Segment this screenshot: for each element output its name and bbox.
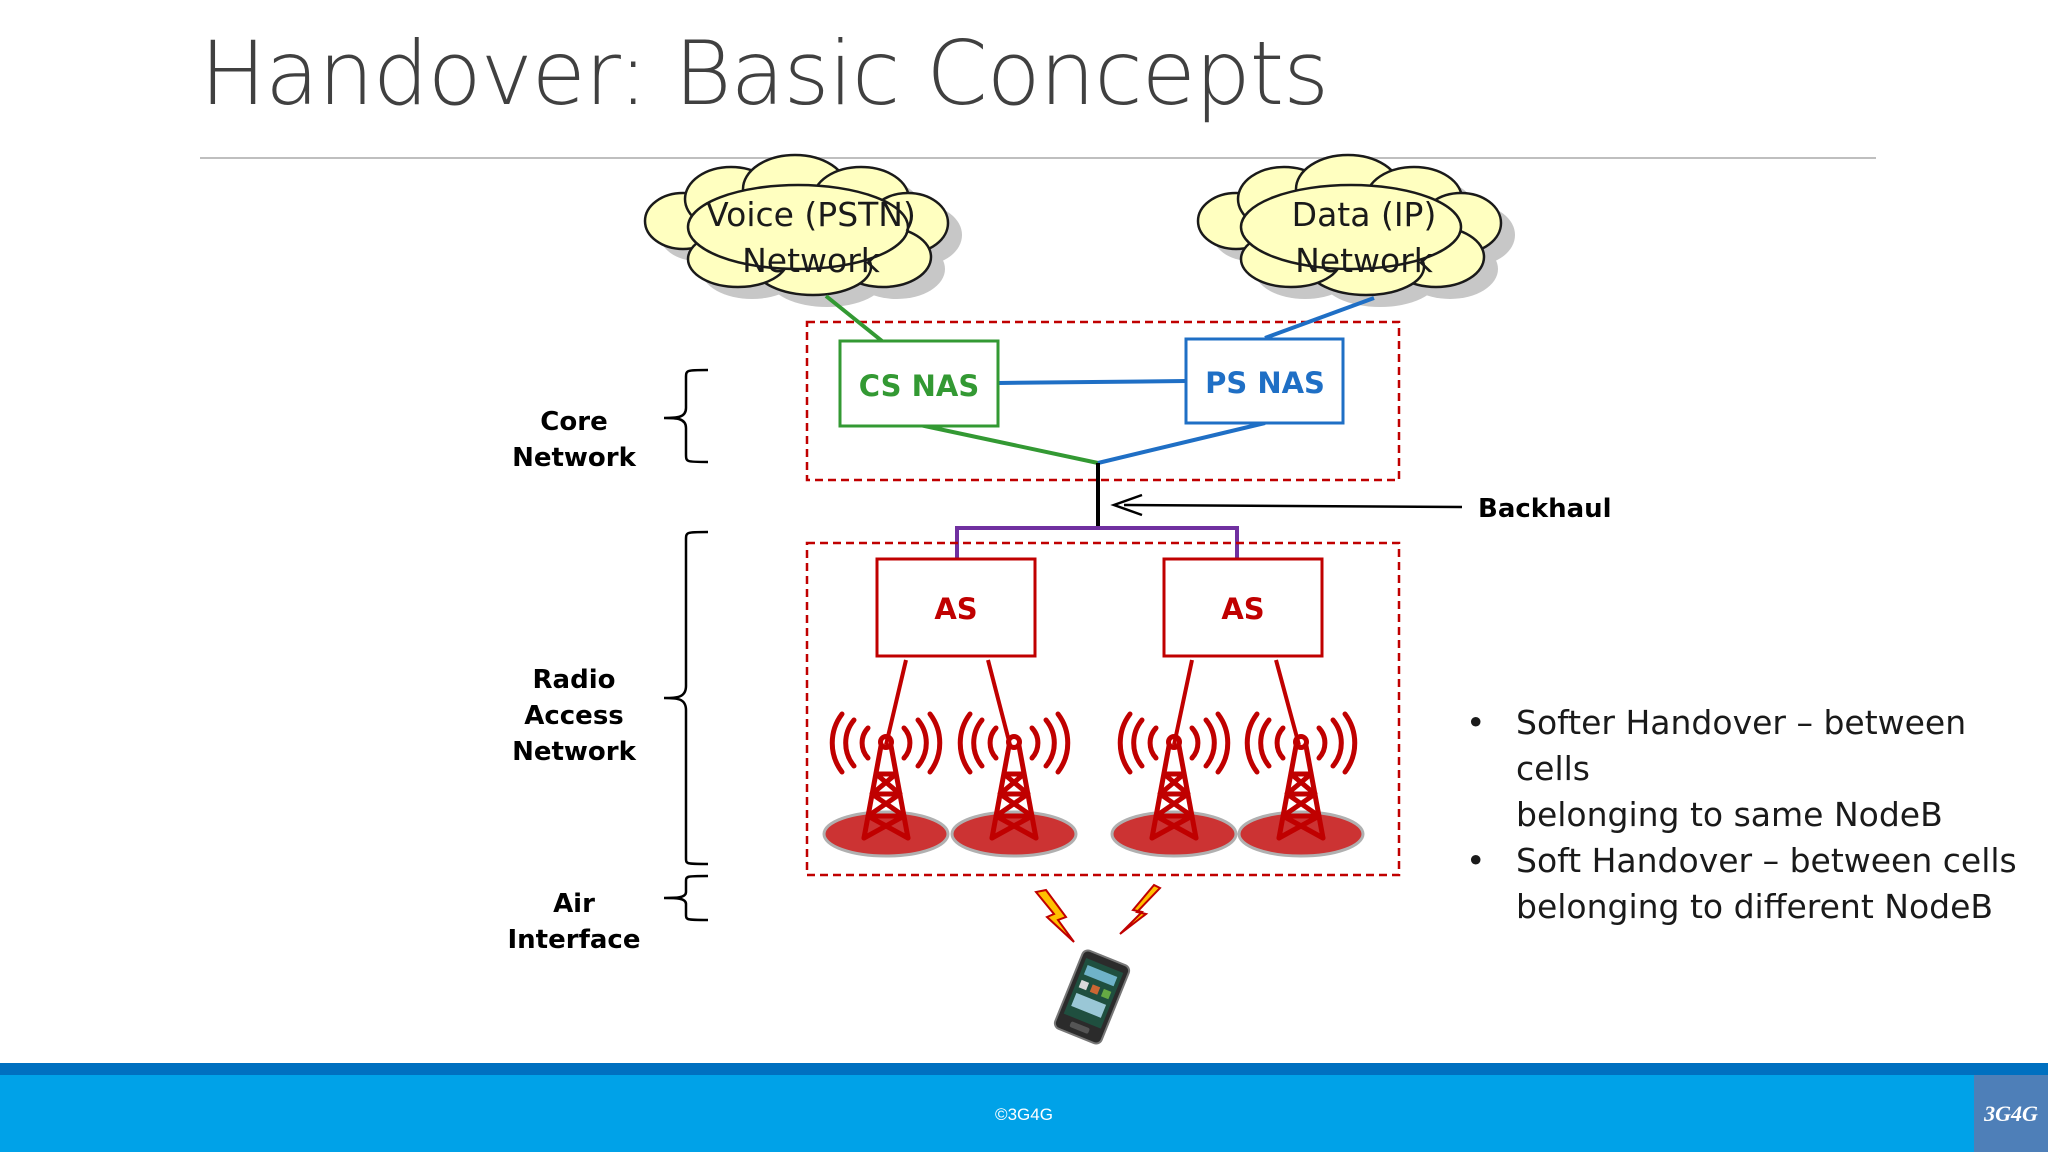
as-right-label: AS [1221,592,1264,626]
as-left-tower-2-link [986,659,1012,746]
ps-backhaul-link [1097,421,1266,465]
as-left-label: AS [934,592,977,626]
footer-bar: ©3G4G 3G4G [0,1075,2048,1152]
cs-nas-box [838,339,1000,428]
cell-tower-2 [952,714,1076,856]
core-label-line1: Core [540,407,607,437]
as-left-box [875,557,1037,658]
cell-tower-1 [824,714,948,856]
core-label-line2: Network [512,443,637,473]
ran-label-line2: Access [524,701,624,731]
footer-logo: 3G4G [1974,1075,2048,1152]
ps-nas-box [1184,337,1345,425]
bullet-soft-line2: belonging to different NodeB [1516,887,1994,926]
bullet-softer-line1: Softer Handover – between cells [1516,703,1967,788]
backhaul-arrow-head [1110,493,1143,517]
lightning-left-icon [1034,888,1075,943]
cs-ps-link [997,379,1187,385]
backhaul-arrow [1123,503,1463,509]
network-diagram: Voice (PSTN) Network Data (IP) Network C… [508,153,1612,1045]
ran-brace [663,530,709,866]
bullet-softer-line2: belonging to same NodeB [1516,795,1943,834]
ran-label-line3: Network [512,737,637,767]
slide-title: Handover: Basic Concepts [200,22,1329,125]
air-interface-brace [663,874,709,922]
as-left-tower-1-link [884,659,908,746]
mobile-phone-icon [1053,949,1131,1045]
voice-cloud-line2: Network [742,241,881,280]
cell-tower-3 [1112,714,1236,856]
voice-network-cloud [643,153,962,307]
air-label-line2: Interface [508,925,641,955]
bullet-softer-handover: Softer Handover – between cells belongin… [1460,700,2040,838]
core-network-brace [663,368,709,464]
data-network-cloud [1196,153,1515,307]
data-to-ps-link [1264,296,1375,340]
ps-nas-label: PS NAS [1205,366,1325,400]
title-divider [200,157,1876,159]
voice-to-cs-link [824,294,884,343]
lightning-right-icon [1119,883,1162,935]
footer-copyright: ©3G4G [995,1105,1053,1124]
as-right-tower-4-link [1274,659,1301,746]
data-cloud-line2: Network [1295,241,1434,280]
bullet-soft-handover: Soft Handover – between cells belonging … [1460,838,2040,930]
backhaul-label: Backhaul [1478,494,1612,524]
core-network-box [805,320,1401,482]
as-right-box [1162,557,1324,658]
data-cloud-line1: Data (IP) [1292,195,1437,234]
as-right-tower-3-link [1172,659,1194,746]
cell-tower-4 [1239,714,1363,856]
ran-label-line1: Radio [533,665,616,695]
voice-cloud-line1: Voice (PSTN) [706,195,916,234]
cs-backhaul-link [919,423,1099,465]
bullet-soft-line1: Soft Handover – between cells [1516,841,2017,880]
cs-nas-label: CS NAS [859,369,979,403]
ran-box [805,541,1401,877]
handover-bullet-list: Softer Handover – between cells belongin… [1460,700,2040,930]
footer-accent-line [0,1063,2048,1075]
air-label-line1: Air [553,889,595,919]
